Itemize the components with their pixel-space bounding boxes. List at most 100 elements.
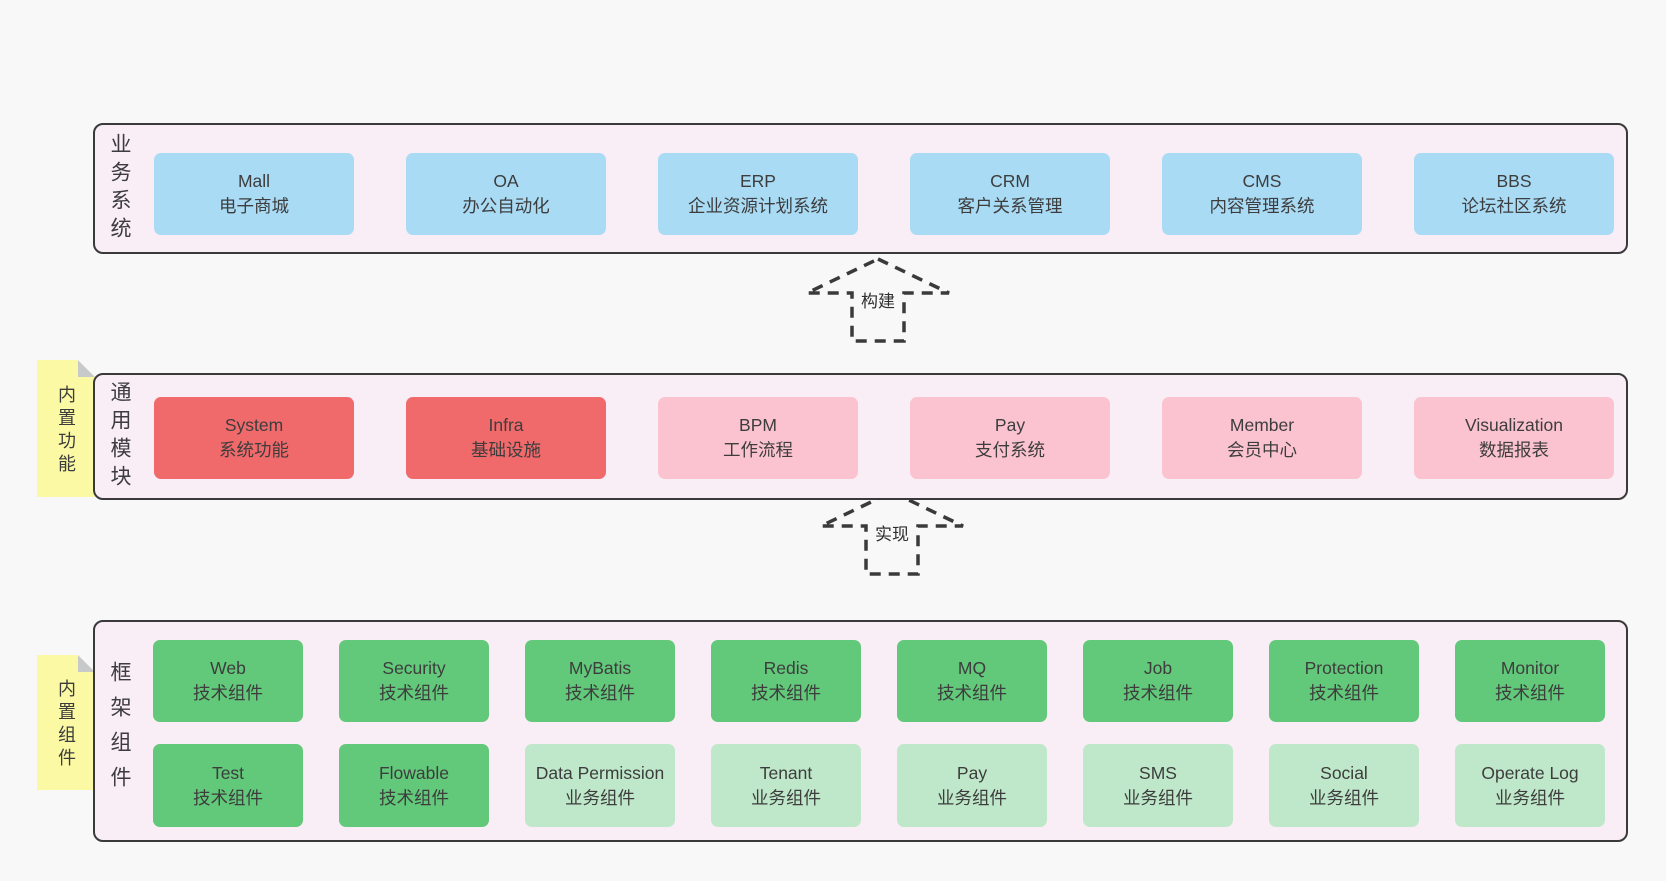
box-title: Test <box>211 762 245 783</box>
module-box-visualization: Visualization 数据报表 <box>1414 397 1614 479</box>
component-box-sms: SMS 业务组件 <box>1083 744 1233 827</box>
component-box-flowable: Flowable 技术组件 <box>339 744 489 827</box>
up-arrow-icon <box>806 257 950 343</box>
component-box-monitor: Monitor 技术组件 <box>1455 640 1605 722</box>
box-subtitle: 技术组件 <box>193 787 263 808</box>
arrow-label: 实现 <box>872 519 912 546</box>
system-box-mall: Mall 电子商城 <box>154 153 354 235</box>
box-title: Tenant <box>759 762 813 783</box>
component-box-web: Web 技术组件 <box>153 640 303 722</box>
box-subtitle: 数据报表 <box>1479 440 1549 460</box>
box-title: CRM <box>990 171 1030 192</box>
box-subtitle: 业务组件 <box>1495 787 1565 808</box>
box-subtitle: 业务组件 <box>1309 787 1379 808</box>
box-subtitle: 办公自动化 <box>462 196 550 216</box>
box-title: CMS <box>1242 171 1282 192</box>
component-box-mybatis: MyBatis 技术组件 <box>525 640 675 722</box>
box-title: Monitor <box>1500 658 1560 679</box>
box-title: Pay <box>956 762 988 783</box>
box-subtitle: 技术组件 <box>751 683 821 703</box>
box-title: Social <box>1320 762 1368 783</box>
component-box-mq: MQ 技术组件 <box>897 640 1047 722</box>
modules-box-row: System 系统功能 Infra 基础设施 BPM 工作流程 Pay 支付系统… <box>154 397 1614 479</box>
box-subtitle: 技术组件 <box>937 683 1007 703</box>
sticky-note-built-in-components: 内置组件 <box>37 655 95 790</box>
component-box-security: Security 技术组件 <box>339 640 489 722</box>
component-box-social: Social 业务组件 <box>1269 744 1419 827</box>
component-box-pay: Pay 业务组件 <box>897 744 1047 827</box>
system-box-bbs: BBS 论坛社区系统 <box>1414 153 1614 235</box>
up-arrow-icon <box>820 490 964 576</box>
module-box-member: Member 会员中心 <box>1162 397 1362 479</box>
box-title: Web <box>210 658 246 679</box>
box-title: ERP <box>740 171 776 192</box>
component-box-redis: Redis 技术组件 <box>711 640 861 722</box>
box-title: System <box>224 415 284 436</box>
panel-title: 框架组件 <box>108 661 131 801</box>
implement-arrow: 实现 <box>818 489 966 577</box>
box-subtitle: 业务组件 <box>565 787 635 808</box>
box-title: Flowable <box>378 762 450 783</box>
components-row-1: Web 技术组件 Security 技术组件 MyBatis 技术组件 Redi… <box>153 640 1605 722</box>
box-title: Protection <box>1304 658 1384 679</box>
box-title: Data Permission <box>535 762 665 783</box>
box-title: MyBatis <box>568 658 632 679</box>
box-subtitle: 技术组件 <box>1309 683 1379 703</box>
box-subtitle: 技术组件 <box>1495 683 1565 703</box>
box-title: Operate Log <box>1481 762 1579 783</box>
build-arrow: 构建 <box>804 256 952 344</box>
box-title: Job <box>1143 658 1173 679</box>
note-label: 内置组件 <box>56 679 76 772</box>
box-title: SMS <box>1139 762 1177 783</box>
box-subtitle: 论坛社区系统 <box>1461 196 1567 216</box>
panel-title: 业务系统 <box>108 132 131 245</box>
box-title: Mall <box>237 171 271 192</box>
module-box-pay: Pay 支付系统 <box>910 397 1110 479</box>
panel-business-systems: 业务系统 Mall 电子商城 OA 办公自动化 ERP 企业资源计划系统 CRM… <box>93 123 1628 254</box>
box-title: Member <box>1229 415 1295 436</box>
folded-corner-icon <box>78 360 95 377</box>
box-subtitle: 业务组件 <box>751 787 821 808</box>
box-title: BPM <box>739 415 777 436</box>
box-subtitle: 企业资源计划系统 <box>688 196 828 216</box>
box-title: Infra <box>488 415 524 436</box>
box-subtitle: 业务组件 <box>1123 787 1193 808</box>
box-subtitle: 电子商城 <box>219 196 289 216</box>
panel-common-modules: 通用模块 System 系统功能 Infra 基础设施 BPM 工作流程 Pay… <box>93 373 1628 500</box>
box-subtitle: 技术组件 <box>379 683 449 703</box>
component-box-job: Job 技术组件 <box>1083 640 1233 722</box>
component-box-data-permission: Data Permission 业务组件 <box>525 744 675 827</box>
box-subtitle: 技术组件 <box>193 683 263 703</box>
box-subtitle: 系统功能 <box>219 440 289 460</box>
panel-framework-components: 框架组件 Web 技术组件 Security 技术组件 MyBatis 技术组件… <box>93 620 1628 842</box>
box-title: Redis <box>763 658 809 679</box>
system-box-oa: OA 办公自动化 <box>406 153 606 235</box>
module-box-infra: Infra 基础设施 <box>406 397 606 479</box>
box-subtitle: 技术组件 <box>565 683 635 703</box>
box-subtitle: 内容管理系统 <box>1209 196 1315 216</box>
component-box-test: Test 技术组件 <box>153 744 303 827</box>
system-box-erp: ERP 企业资源计划系统 <box>658 153 858 235</box>
component-box-protection: Protection 技术组件 <box>1269 640 1419 722</box>
note-label: 内置功能 <box>56 385 76 478</box>
system-box-crm: CRM 客户关系管理 <box>910 153 1110 235</box>
arrow-label: 构建 <box>858 286 898 313</box>
box-subtitle: 支付系统 <box>975 440 1045 460</box>
component-box-tenant: Tenant 业务组件 <box>711 744 861 827</box>
box-title: Pay <box>994 415 1026 436</box>
box-title: BBS <box>1496 171 1532 192</box>
module-box-system: System 系统功能 <box>154 397 354 479</box>
box-title: Security <box>382 658 446 679</box>
box-subtitle: 会员中心 <box>1227 440 1297 460</box>
box-subtitle: 客户关系管理 <box>957 196 1063 216</box>
system-box-cms: CMS 内容管理系统 <box>1162 153 1362 235</box>
sticky-note-built-in-features: 内置功能 <box>37 360 95 497</box>
components-row-2: Test 技术组件 Flowable 技术组件 Data Permission … <box>153 744 1605 827</box>
panel-title: 通用模块 <box>108 380 131 493</box>
component-box-operate-log: Operate Log 业务组件 <box>1455 744 1605 827</box>
box-title: Visualization <box>1465 415 1563 436</box>
box-subtitle: 技术组件 <box>1123 683 1193 703</box>
box-subtitle: 技术组件 <box>379 787 449 808</box>
box-title: OA <box>493 171 519 192</box>
